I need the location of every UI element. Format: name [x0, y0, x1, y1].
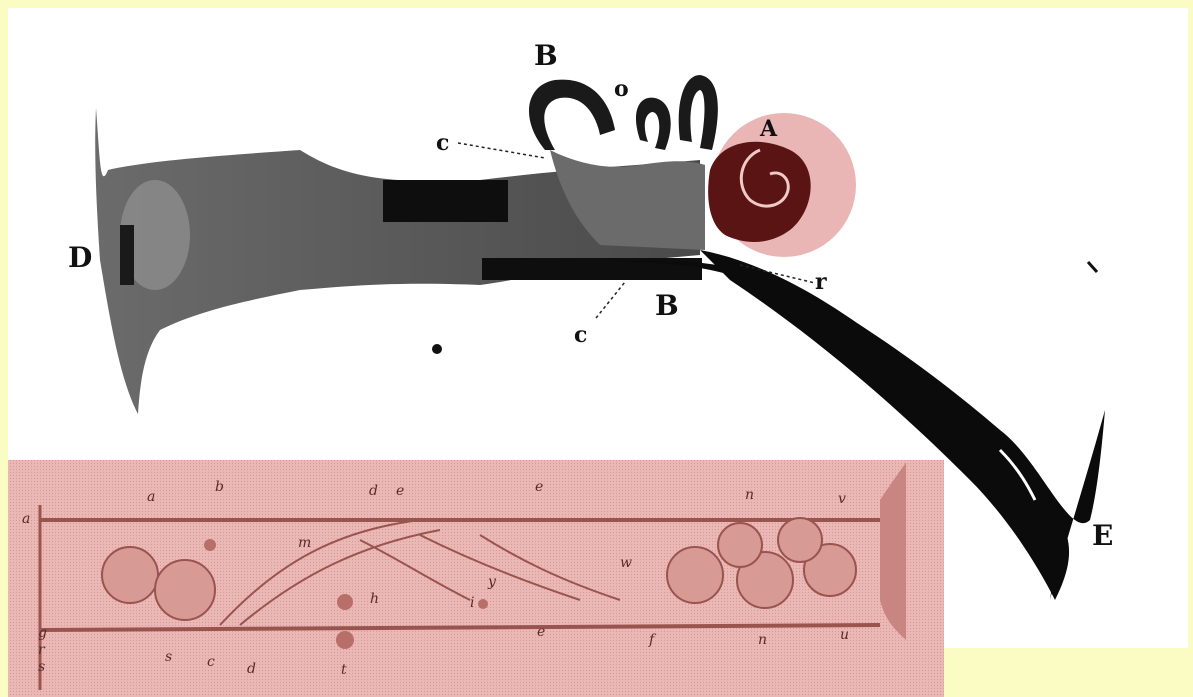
label-lower-u: u [840, 628, 849, 642]
speck [432, 344, 442, 354]
label-lower-y: y [488, 575, 496, 589]
label-lower-h: h [370, 592, 379, 606]
label-lower-e-top2: e [535, 480, 543, 494]
label-lower-i: i [470, 596, 474, 610]
label-d: D [68, 244, 92, 272]
label-lower-n-top: n [745, 488, 754, 502]
label-lower-b-top: b [215, 480, 224, 494]
label-lower-d-top: d [369, 484, 378, 498]
lower-right-panel [944, 648, 1193, 697]
label-lower-g: g [38, 626, 47, 640]
canal-dark-block [383, 180, 508, 222]
label-c-upper: c [436, 132, 449, 154]
label-lower-v-top: v [838, 492, 846, 506]
label-lower-d-bottom: d [247, 662, 256, 676]
label-r: r [815, 271, 827, 293]
label-b-top: B [534, 42, 558, 70]
label-lower-n-bottom: n [758, 633, 767, 647]
label-o: o [614, 78, 629, 100]
label-lower-r: r [38, 643, 45, 657]
label-lower-a-left: a [22, 512, 30, 526]
label-c-lower: c [574, 324, 587, 346]
label-lower-e-top: e [396, 484, 404, 498]
label-lower-c-bottom: c [207, 655, 215, 669]
label-a: A [760, 118, 777, 140]
label-lower-s-bottom: s [165, 650, 172, 664]
label-e: E [1092, 522, 1113, 550]
label-lower-s-left: s [38, 660, 45, 674]
label-lower-w: w [620, 556, 632, 570]
label-lower-f: f [649, 633, 654, 647]
canal-dark-patch [120, 225, 134, 285]
label-lower-a-top: a [147, 490, 155, 504]
label-lower-t: t [341, 663, 347, 677]
label-b-bottom: B [655, 292, 679, 320]
label-lower-m: m [298, 536, 311, 550]
label-lower-e-bottom: e [537, 625, 545, 639]
